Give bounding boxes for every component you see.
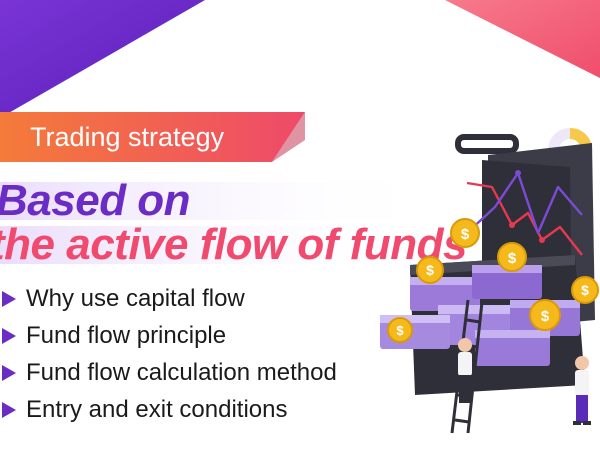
triangle-bullet-icon: [2, 328, 16, 344]
triangle-bullet-icon: [2, 291, 16, 307]
tag-label: Trading strategy: [30, 122, 225, 152]
list-item-label: Entry and exit conditions: [26, 396, 288, 423]
svg-text:$: $: [426, 262, 434, 278]
headline-line-2: the active flow of funds: [0, 220, 467, 269]
tag-banner: [0, 112, 305, 162]
list-item-label: Fund flow calculation method: [26, 359, 337, 386]
list-item-label: Fund flow principle: [26, 322, 227, 349]
list-item: Why use capital flow: [0, 280, 337, 317]
triangle-bullet-icon: [2, 365, 16, 381]
pink-corner-shape: [445, 0, 600, 78]
bullet-list: Why use capital flow Fund flow principle…: [0, 280, 337, 428]
list-item: Fund flow principle: [0, 317, 337, 354]
svg-text:$: $: [396, 323, 404, 338]
list-item: Fund flow calculation method: [0, 354, 337, 391]
chart-line-icon: [466, 170, 583, 256]
headline-highlight-band: [0, 182, 440, 264]
headline-line-1: Based on: [0, 176, 191, 225]
person-icon: [458, 338, 472, 403]
svg-text:$: $: [508, 250, 517, 267]
list-item: Entry and exit conditions: [0, 391, 337, 428]
list-item-label: Why use capital flow: [26, 285, 245, 312]
purple-corner-shape: [0, 0, 205, 118]
coin-icon: $ $ $ $ $ $: [387, 218, 599, 343]
triangle-bullet-icon: [2, 402, 16, 418]
money-briefcase-illustration: $ $ $ $ $ $: [380, 127, 599, 434]
svg-text:$: $: [541, 308, 550, 325]
svg-text:$: $: [461, 226, 470, 243]
svg-text:$: $: [581, 282, 589, 298]
person-icon: [573, 356, 591, 425]
